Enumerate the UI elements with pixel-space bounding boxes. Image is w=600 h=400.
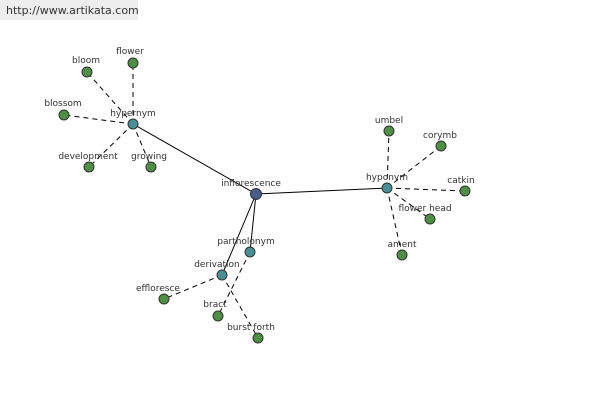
node-bloom[interactable]: [81, 66, 93, 78]
label-flower-head: flower head: [398, 204, 451, 214]
edge-hyponym-umbel: [386, 130, 390, 189]
label-blossom: blossom: [44, 99, 81, 109]
graph-nodes: [58, 57, 471, 344]
label-hyponym: hyponym: [366, 173, 408, 183]
edge-partholonym-bract: [217, 251, 251, 317]
edge-hyponym-ament: [386, 187, 403, 256]
label-bloom: bloom: [72, 56, 100, 66]
label-burst-forth: burst forth: [227, 323, 275, 333]
node-burst-forth[interactable]: [252, 332, 264, 344]
label-partholonym: partholonym: [217, 237, 274, 247]
label-flower: flower: [116, 47, 144, 57]
label-corymb: corymb: [423, 131, 457, 141]
edge-hypernym-development: [88, 123, 134, 168]
edge-derivation-burst-forth: [221, 274, 259, 339]
label-development: development: [58, 152, 118, 162]
node-development[interactable]: [83, 161, 95, 173]
node-effloresce[interactable]: [158, 293, 170, 305]
graph-edges: [63, 63, 466, 339]
node-corymb[interactable]: [435, 140, 447, 152]
edge-inflorescence-partholonym: [249, 193, 257, 253]
edge-inflorescence-hyponym: [255, 187, 388, 195]
edge-inflorescence-derivation: [221, 193, 257, 276]
node-blossom[interactable]: [58, 109, 70, 121]
node-inflorescence[interactable]: [250, 188, 262, 200]
node-growing[interactable]: [145, 161, 157, 173]
graph-labels: inflorescence hypernym hyponym partholonym d…: [44, 47, 474, 333]
node-ament[interactable]: [396, 249, 408, 261]
node-partholonym[interactable]: [244, 246, 256, 258]
label-effloresce: effloresce: [136, 284, 180, 294]
node-derivation[interactable]: [216, 269, 228, 281]
label-inflorescence: inflorescence: [221, 179, 281, 189]
edge-derivation-effloresce: [163, 274, 223, 300]
label-umbel: umbel: [375, 116, 403, 126]
label-bract: bract: [203, 300, 227, 310]
watermark-url: http://www.artikata.com: [6, 4, 139, 17]
node-catkin[interactable]: [459, 185, 471, 197]
node-hypernym[interactable]: [127, 118, 139, 130]
node-umbel[interactable]: [383, 125, 395, 137]
label-catkin: catkin: [447, 176, 474, 186]
edge-inflorescence-hypernym: [132, 123, 257, 195]
edge-hypernym-growing: [132, 123, 152, 168]
label-hypernym: hypernym: [110, 109, 156, 119]
node-flower[interactable]: [127, 57, 139, 69]
node-flower-head[interactable]: [424, 213, 436, 225]
label-growing: growing: [131, 152, 167, 162]
node-hyponym[interactable]: [381, 182, 393, 194]
edge-hypernym-bloom: [86, 71, 134, 125]
edge-hyponym-catkin: [386, 187, 466, 192]
watermark-banner: http://www.artikata.com: [0, 0, 139, 20]
edge-hypernym-blossom: [63, 114, 134, 125]
label-ament: ament: [387, 240, 417, 250]
edge-hyponym-corymb: [386, 145, 442, 189]
label-derivation: derivation: [194, 260, 240, 270]
node-bract[interactable]: [212, 310, 224, 322]
